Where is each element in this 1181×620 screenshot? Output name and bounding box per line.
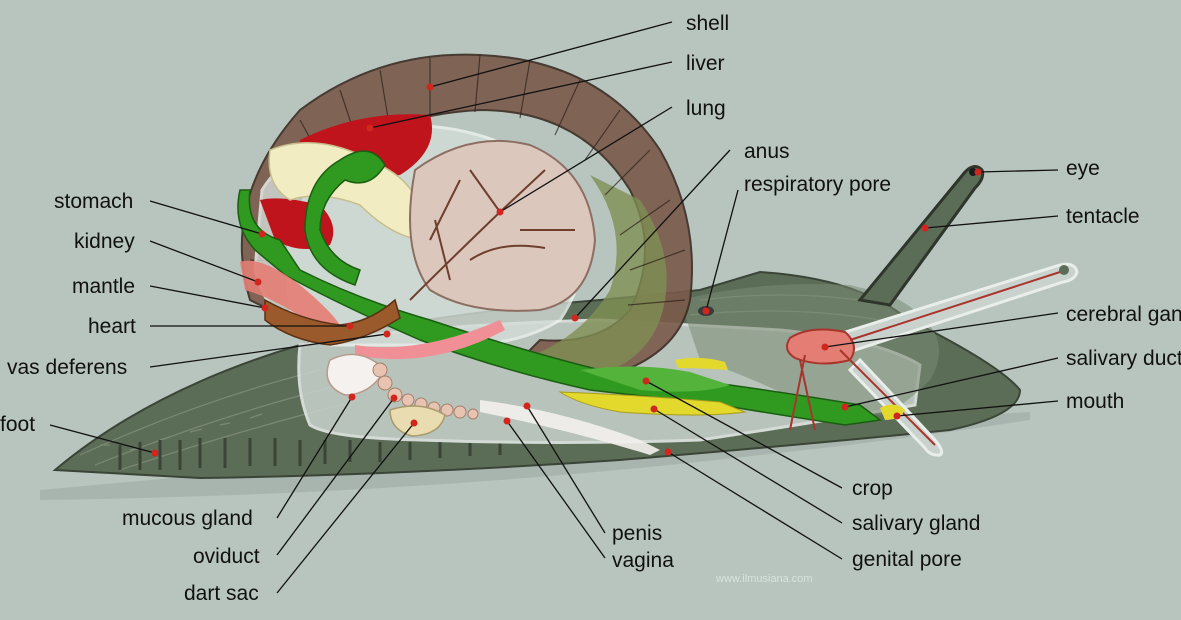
leader-dot-vas-deferens	[383, 330, 391, 338]
label-liver: liver	[686, 52, 725, 75]
oviduct-beads	[372, 362, 479, 420]
shell-inner-whorl	[520, 175, 667, 378]
label-oviduct: oviduct	[193, 545, 260, 568]
leader-line-stomach	[149, 200, 263, 235]
leader-dot-respiratory-pore	[702, 307, 710, 315]
leader-line-dart-sac	[276, 422, 415, 594]
leader-dot-penis	[523, 402, 531, 410]
leader-dot-mantle	[261, 304, 269, 312]
intestine-loop	[304, 150, 386, 286]
leader-dot-kidney	[254, 278, 262, 286]
label-shell: shell	[686, 12, 729, 35]
leader-line-kidney	[149, 240, 259, 283]
leader-line-crop	[645, 380, 843, 489]
leader-dot-heart	[346, 322, 354, 330]
heart-organ	[264, 298, 401, 346]
leader-dot-crop	[642, 377, 650, 385]
leader-dot-foot	[151, 449, 159, 457]
leader-dot-dart-sac	[410, 419, 418, 427]
vas-deferens-tube	[355, 320, 505, 360]
leader-line-respiratory-pore	[705, 189, 739, 312]
watermark-text: www.ilmusiana.com	[715, 573, 813, 585]
label-tentacle: tentacle	[1066, 205, 1140, 228]
leader-line-mantle	[149, 285, 266, 309]
label-salivary-gland: salivary gland	[852, 512, 980, 535]
label-penis: penis	[612, 522, 662, 545]
label-vas-deferens: vas deferens	[7, 356, 127, 379]
crop-organ	[580, 366, 730, 392]
leader-line-foot	[49, 424, 156, 454]
cerebral-ganglion-organ	[785, 328, 855, 365]
leader-dot-vagina	[503, 417, 511, 425]
leader-line-salivary-gland	[653, 408, 843, 524]
leader-line-oviduct	[276, 397, 395, 556]
lung-vessels	[409, 169, 575, 301]
label-vagina: vagina	[612, 549, 674, 572]
label-foot: foot	[0, 413, 35, 436]
penis-organ	[480, 400, 660, 455]
leader-dot-oviduct	[390, 394, 398, 402]
label-mantle: mantle	[72, 275, 135, 298]
mucous-gland-organ	[326, 353, 386, 396]
leader-dot-eye	[974, 168, 982, 176]
label-mucous-gland: mucous gland	[122, 507, 253, 530]
label-crop: crop	[852, 477, 893, 500]
label-genital-pore: genital pore	[852, 548, 962, 571]
leader-dot-lung	[496, 208, 504, 216]
intestine	[237, 189, 882, 426]
eye-tentacle	[857, 165, 985, 307]
leader-line-mucous-gland	[276, 396, 353, 519]
leader-lines	[49, 21, 1059, 594]
lung-organ	[409, 139, 597, 312]
leader-dot-tentacle	[921, 224, 929, 232]
label-eye: eye	[1066, 157, 1100, 180]
leader-line-salivary-duct	[844, 357, 1059, 408]
leader-dot-salivary-gland	[650, 405, 658, 413]
salivary-gland-upper	[675, 357, 728, 370]
label-mouth: mouth	[1066, 390, 1124, 413]
leader-dot-stomach	[258, 230, 266, 238]
label-heart: heart	[88, 315, 136, 338]
leader-dot-genital-pore	[664, 448, 672, 456]
leader-dot-shell	[426, 83, 434, 91]
leader-line-vagina	[506, 420, 606, 559]
leader-line-shell	[429, 21, 673, 88]
label-cerebral-ganglion: cerebral ganglion	[1066, 303, 1181, 326]
leader-line-penis	[526, 405, 606, 534]
lower-tentacle-tip	[1059, 265, 1069, 275]
label-dart-sac: dart sac	[184, 582, 259, 605]
label-stomach: stomach	[54, 190, 133, 213]
label-salivary-duct: salivary duct	[1066, 347, 1181, 370]
leader-line-genital-pore	[667, 451, 843, 560]
foot-sole-ridges	[118, 438, 502, 470]
leader-line-anus	[574, 149, 731, 319]
label-respiratory-pore: respiratory pore	[744, 173, 891, 196]
leader-line-liver	[369, 61, 673, 129]
leader-line-tentacle	[924, 215, 1059, 229]
eye-spot	[969, 168, 977, 176]
leader-line-cerebral-ganglion	[824, 312, 1059, 348]
dart-sac-organ	[389, 405, 446, 437]
leader-dot-cerebral-ganglion	[821, 343, 829, 351]
label-anus: anus	[744, 140, 790, 163]
kidney-organ	[240, 260, 340, 330]
leader-line-lung	[499, 106, 673, 213]
leader-line-mouth	[896, 400, 1059, 417]
leader-line-eye	[977, 169, 1059, 173]
leader-dot-mucous-gland	[348, 393, 356, 401]
leader-dot-anus	[571, 314, 579, 322]
leader-dot-mouth	[893, 412, 901, 420]
leader-dot-liver	[366, 124, 374, 132]
leader-line-vas-deferens	[149, 333, 388, 368]
label-lung: lung	[686, 97, 726, 120]
leader-dot-salivary-duct	[841, 403, 849, 411]
label-kidney: kidney	[74, 230, 135, 253]
